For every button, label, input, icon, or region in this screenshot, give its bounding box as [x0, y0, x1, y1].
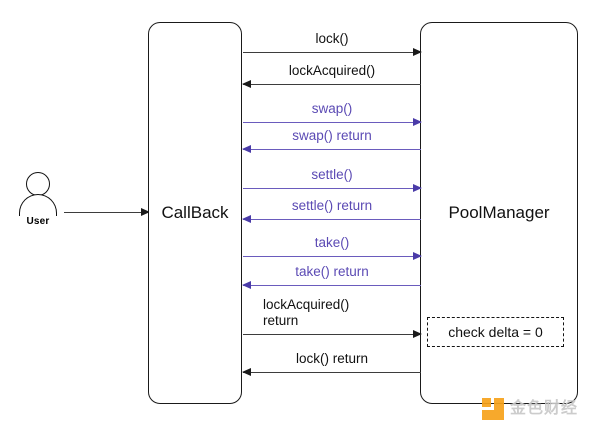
- message-line: [243, 52, 421, 53]
- user-body-icon: [19, 194, 57, 216]
- message-line: [243, 219, 421, 220]
- actor-user: User: [14, 172, 66, 232]
- arrowhead-left-icon: [242, 367, 251, 376]
- message-label: lockAcquired(): [288, 63, 376, 78]
- message-label: take() return: [295, 264, 369, 279]
- arrowhead-right-icon: [413, 329, 422, 338]
- message-label: settle(): [311, 167, 353, 182]
- message-line: [64, 212, 148, 213]
- arrowhead-left-icon: [242, 79, 251, 88]
- note-check-delta-text: check delta = 0: [448, 324, 543, 340]
- watermark-text: 金色财经: [510, 400, 579, 417]
- message-line: [243, 372, 421, 373]
- message-line: [243, 334, 421, 335]
- arrowhead-right-icon: [413, 47, 422, 56]
- message-line: [243, 149, 421, 150]
- arrowhead-right-icon: [141, 207, 150, 216]
- message-label: lock(): [315, 31, 349, 46]
- message-label: take(): [314, 235, 350, 250]
- arrowhead-right-icon: [413, 183, 422, 192]
- arrowhead-left-icon: [242, 214, 251, 223]
- lifeline-callback: CallBack: [148, 22, 242, 404]
- message-label: swap() return: [292, 128, 372, 143]
- arrowhead-right-icon: [413, 117, 422, 126]
- message-line: [243, 122, 421, 123]
- message-line: [243, 285, 421, 286]
- note-check-delta: check delta = 0: [427, 317, 564, 347]
- message-label: lock() return: [295, 351, 368, 366]
- watermark: 金色财经: [482, 398, 578, 420]
- arrowhead-left-icon: [242, 280, 251, 289]
- message-label: settle() return: [291, 198, 373, 213]
- message-line: [243, 256, 421, 257]
- lifeline-callback-label: CallBack: [161, 203, 229, 222]
- arrowhead-right-icon: [413, 251, 422, 260]
- jinse-finance-logo-icon: [482, 398, 504, 420]
- actor-user-label: User: [26, 216, 50, 227]
- message-line: [243, 188, 421, 189]
- message-line: [243, 84, 421, 85]
- message-label: lockAcquired() return: [263, 297, 350, 328]
- lifeline-poolmanager-label: PoolManager: [448, 203, 550, 222]
- message-label: swap(): [311, 101, 353, 116]
- user-head-icon: [26, 172, 50, 196]
- arrowhead-left-icon: [242, 144, 251, 153]
